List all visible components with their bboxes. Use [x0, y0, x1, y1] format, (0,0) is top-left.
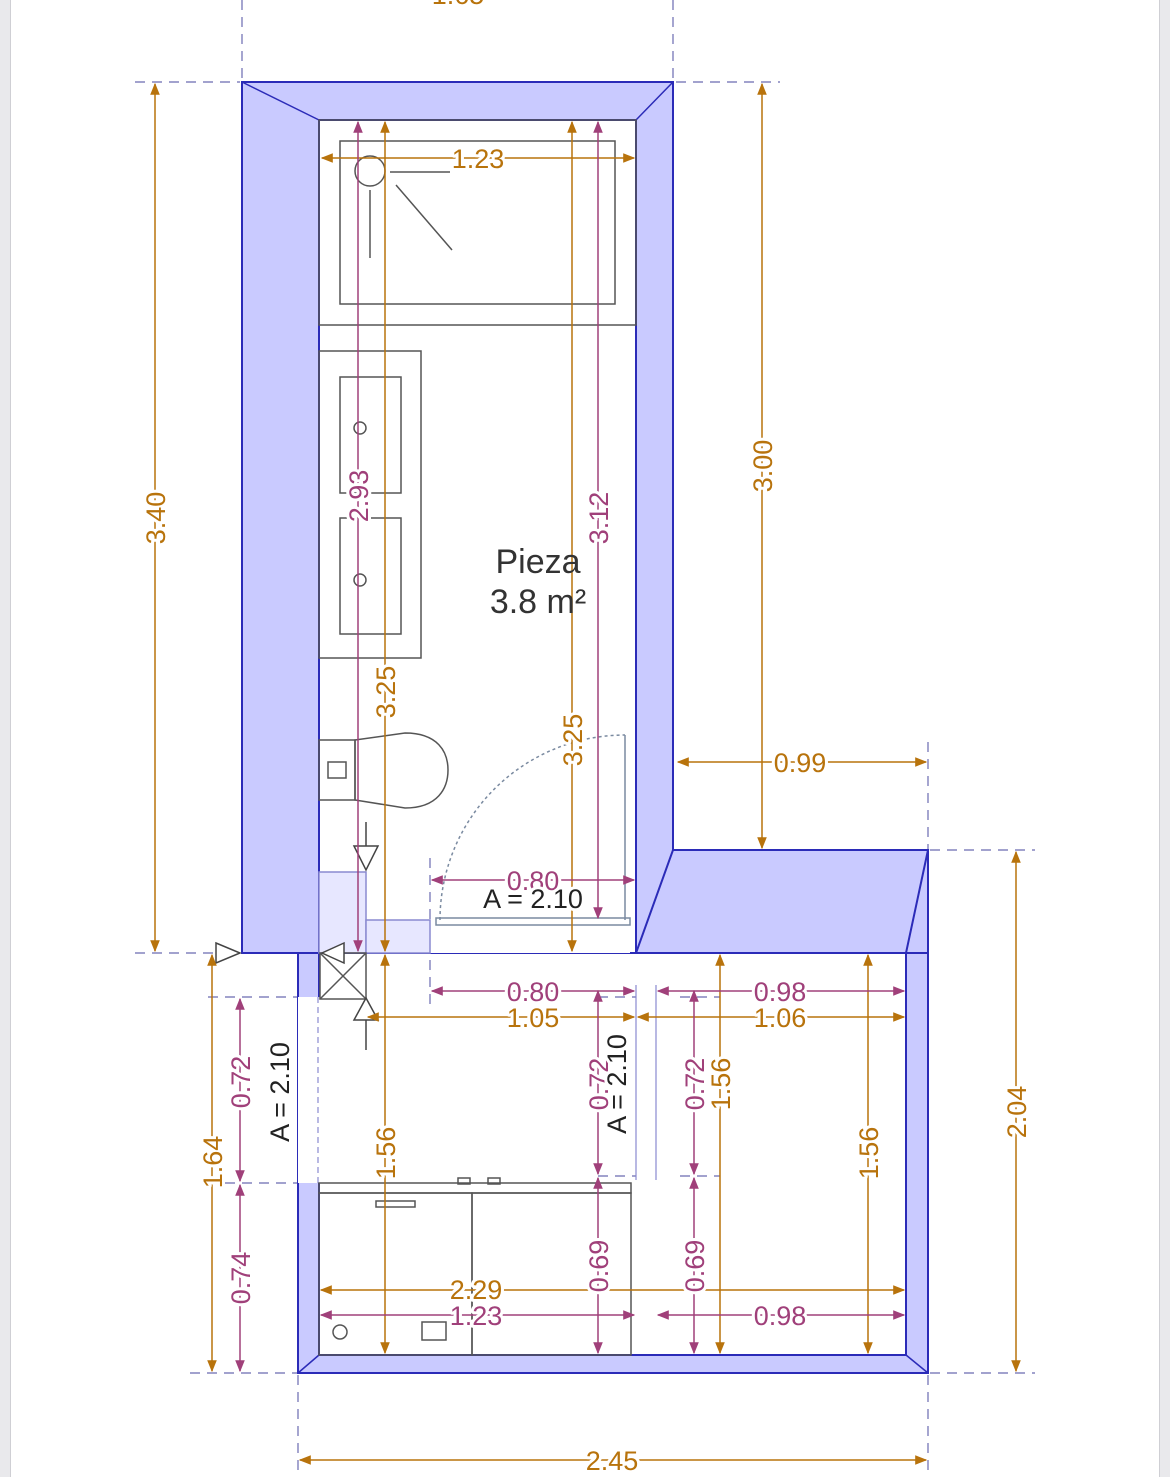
door-left-height: A = 2.10 [265, 1042, 295, 1142]
dim-bottom-inner: 2.29 [450, 1275, 503, 1305]
walls [241, 81, 930, 1374]
door-upper-height: A = 2.10 [483, 884, 583, 914]
dim-left-seg-top: 0.72 [226, 1056, 256, 1109]
page-edge-left [0, 0, 11, 1477]
shower [318, 119, 637, 326]
dim-lower-height-c: 1.56 [854, 1127, 884, 1180]
room-area: 3.8 m² [490, 583, 586, 621]
dim-door-lower-width: 0.80 [507, 977, 560, 1007]
dim-right-lower: 2.04 [1002, 1086, 1032, 1139]
toilet [318, 732, 449, 809]
dim-left-lower: 1.64 [198, 1136, 228, 1189]
page-edge-right [1159, 0, 1170, 1477]
dim-lower-right-b: 1.06 [754, 1003, 807, 1033]
dim-door-upper-width: 0.80 [507, 866, 560, 896]
kitchen-unit [318, 1177, 632, 1356]
dim-inner-height-a: 2.93 [344, 470, 374, 523]
door-swing-upper [435, 734, 631, 926]
dim-inner-height-b: 3.12 [584, 492, 614, 545]
dim-lower-right-a: 0.98 [754, 977, 807, 1007]
step [365, 919, 431, 954]
notch-wall [634, 849, 930, 954]
shaft [318, 871, 367, 954]
fixtures [215, 119, 637, 1356]
dim-right-seg-top: 0.72 [680, 1058, 710, 1111]
left-door-opening [298, 997, 320, 1183]
dim-left-total: 3.40 [141, 492, 171, 545]
door-middle-height: A = 2.10 [602, 1034, 632, 1134]
dim-bottom-total: 2.45 [586, 1446, 639, 1476]
magenta-dimension-lines [235, 120, 906, 1373]
room-name: Pieza [495, 543, 580, 581]
dim-top-partial: 1.65 [432, 0, 485, 10]
dim-bottom-right: 0.98 [754, 1301, 807, 1331]
dim-left-seg-bottom: 0.74 [226, 1252, 256, 1305]
dim-inner-height-c: 3.25 [371, 666, 401, 719]
dim-right-upper: 3.00 [748, 440, 778, 493]
dim-bottom-left: 1.23 [450, 1301, 503, 1331]
dim-shower-width: 1.23 [452, 144, 505, 174]
middle-door-opening [636, 985, 656, 1180]
dim-lower-width-a: 1.05 [507, 1003, 560, 1033]
gold-dimension-lines [150, 82, 1021, 1465]
dim-lower-height-a: 1.56 [371, 1127, 401, 1180]
dim-inner-height-d: 3.25 [558, 714, 588, 767]
dim-lower-height-b: 1.56 [706, 1058, 736, 1111]
dim-right-seg-bottom: 0.69 [680, 1240, 710, 1293]
vanity [318, 350, 422, 659]
dim-mid-seg-top: 0.72 [584, 1058, 614, 1111]
dim-mid-seg-bottom: 0.69 [584, 1240, 614, 1293]
dim-notch-width: 0.99 [774, 748, 827, 778]
